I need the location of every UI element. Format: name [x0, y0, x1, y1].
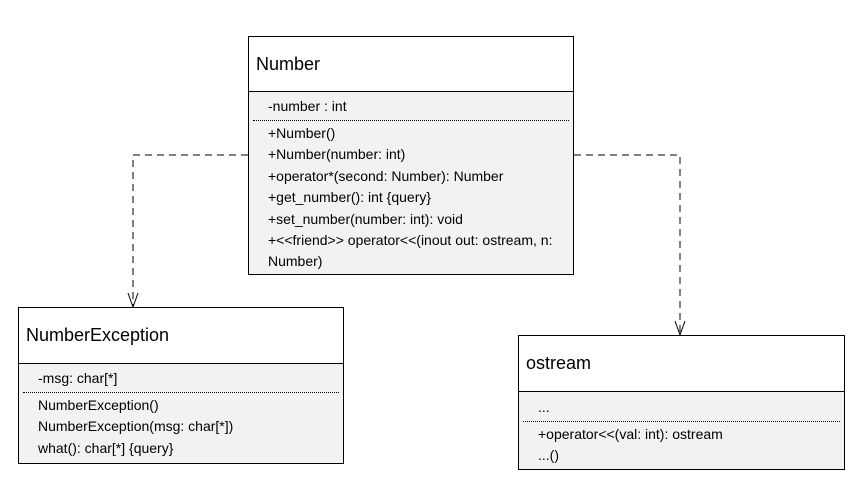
operation: +operator<<(val: int): ostream: [538, 426, 723, 442]
operation: ...(): [538, 447, 559, 464]
class-numberexception[interactable]: NumberException -msg: char[*] NumberExce…: [18, 307, 344, 464]
class-name-text: NumberException: [26, 325, 170, 345]
dependency-number-to-numberexception: [132, 154, 248, 307]
operation: +Number(number: int): [268, 146, 406, 163]
class-name: ostream: [519, 336, 844, 392]
class-name-text: Number: [256, 53, 321, 74]
attributes-compartment: ...: [523, 392, 840, 422]
attribute: -msg: char[*]: [38, 370, 118, 386]
operations-compartment: +Number() +Number(number: int) +operator…: [249, 121, 573, 273]
class-name-text: ostream: [526, 353, 592, 373]
attribute: ...: [538, 399, 550, 415]
class-name: Number: [249, 37, 573, 92]
attribute: -number : int: [268, 98, 347, 114]
class-name: NumberException: [19, 308, 343, 364]
operations-compartment: NumberException() NumberException(msg: c…: [19, 393, 343, 459]
class-number[interactable]: Number -number : int +Number() +Number(n…: [248, 36, 574, 275]
operation: NumberException(msg: char[*]): [38, 418, 234, 435]
operation: +operator*(second: Number): Number: [268, 167, 504, 184]
operation: what(): char[*] {query}: [38, 439, 174, 456]
operation: +get_number(): int {query}: [268, 189, 432, 206]
operation: +set_number(number: int): void: [268, 210, 463, 227]
operations-compartment: +operator<<(val: int): ostream ...(): [519, 422, 844, 467]
operation: +<<friend>> operator<<(inout out: ostrea…: [268, 232, 553, 270]
operation: NumberException(): [38, 397, 159, 413]
attributes-compartment: -number : int: [253, 92, 569, 121]
attributes-compartment: -msg: char[*]: [23, 364, 339, 393]
operation: +Number(): [268, 125, 336, 141]
class-ostream[interactable]: ostream ... +operator<<(val: int): ostre…: [518, 335, 845, 470]
dependency-number-to-ostream: [574, 154, 681, 335]
